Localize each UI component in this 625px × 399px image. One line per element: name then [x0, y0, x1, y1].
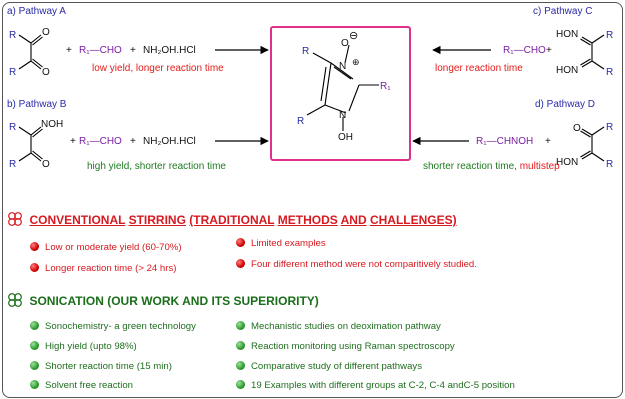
- bullet-icon: [30, 361, 39, 370]
- reaction-scheme-graphics: R O O R R NOH O R HON R HON: [9, 26, 613, 170]
- bullet-icon: [30, 341, 39, 350]
- bullet-icon: [30, 263, 39, 272]
- monoxime-d-hon: HON: [556, 157, 578, 168]
- product-charge-minus: ⊖: [349, 30, 358, 42]
- pathway-b-aldehyde: R₁—CHO: [79, 136, 122, 147]
- imidazole-product-structure: [306, 44, 379, 131]
- product-n3: N: [339, 61, 346, 72]
- conventional-item-4: Four different method were not compariti…: [236, 259, 477, 270]
- bullet-icon: [236, 361, 245, 370]
- conventional-title: CONVENTIONAL STIRRING (TRADITIONAL METHO…: [29, 213, 457, 227]
- dioxime-c-r1: R: [606, 30, 613, 41]
- bullet-icon: [30, 321, 39, 330]
- pathway-c-label: c) Pathway C: [533, 6, 593, 17]
- sonication-item-4: Solvent free reaction: [30, 380, 133, 391]
- diketone-a-structure: [18, 34, 43, 70]
- pathway-b-hydroxylamine: NH₂OH.HCl: [143, 136, 196, 147]
- diketone-a-r1: R: [9, 30, 16, 41]
- pathway-d-reagent: R₁—CHNOH: [476, 136, 534, 147]
- dioxime-c-structure: [580, 34, 605, 70]
- sonication-item-1: Sonochemistry- a green technology: [30, 321, 196, 332]
- pathway-b-note: high yield, shorter reaction time: [87, 161, 226, 172]
- pathway-a-plus-1: +: [66, 45, 72, 56]
- product-oxide-o: O: [341, 38, 349, 49]
- pathway-a-label: a) Pathway A: [7, 6, 66, 17]
- monoxime-b-noh: NOH: [41, 119, 63, 130]
- pathway-b-plus-2: +: [130, 136, 136, 147]
- pathway-a-note: low yield, longer reaction time: [92, 63, 224, 74]
- clover-icon: [8, 293, 22, 307]
- sonication-section: SONICATION (OUR WORK AND ITS SUPERIORITY…: [7, 292, 319, 310]
- product-charge-plus: ⊕: [352, 57, 360, 67]
- monoxime-d-structure: [580, 126, 605, 162]
- conventional-section: CONVENTIONAL STIRRING (TRADITIONAL METHO…: [7, 211, 457, 229]
- product-r1: R₁: [380, 81, 391, 92]
- sonication-item-3: Shorter reaction time (15 min): [30, 361, 172, 372]
- product-n1: N: [339, 110, 346, 121]
- sonication-title: SONICATION (OUR WORK AND ITS SUPERIORITY…: [29, 294, 319, 308]
- monoxime-b-r2: R: [9, 159, 16, 170]
- dioxime-c-hon2: HON: [556, 65, 578, 76]
- bullet-icon: [30, 380, 39, 389]
- product-r5: R: [297, 116, 304, 127]
- pathway-a-plus-2: +: [130, 45, 136, 56]
- product-box: [270, 26, 411, 161]
- diketone-a-o2: O: [42, 67, 50, 78]
- conventional-item-3: Limited examples: [236, 238, 326, 249]
- pathway-b-plus-1: +: [70, 136, 76, 147]
- bullet-icon: [236, 380, 245, 389]
- bullet-icon: [236, 259, 245, 268]
- pathway-b-label: b) Pathway B: [7, 99, 67, 110]
- product-r4: R: [302, 46, 309, 57]
- dioxime-c-r2: R: [606, 67, 613, 78]
- pathway-d-note: shorter reaction time, multistep: [423, 161, 560, 172]
- sonication-item-6: Reaction monitoring using Raman spectros…: [236, 341, 455, 352]
- pathway-d-plus: +: [545, 136, 551, 147]
- monoxime-b-r1: R: [9, 122, 16, 133]
- sonication-item-7: Comparative study of different pathways: [236, 361, 422, 372]
- monoxime-b-o: O: [42, 159, 50, 170]
- diketone-a-o1: O: [42, 27, 50, 38]
- diketone-a-r2: R: [9, 67, 16, 78]
- pathway-c-aldehyde: R₁—CHO: [503, 45, 546, 56]
- pathway-c-plus: +: [546, 45, 552, 56]
- monoxime-d-r1: R: [606, 122, 613, 133]
- monoxime-d-r2: R: [606, 159, 613, 170]
- monoxime-d-o: O: [573, 123, 581, 134]
- pathway-a-aldehyde: R₁—CHO: [79, 45, 122, 56]
- pathway-a-hydroxylamine: NH₂OH.HCl: [143, 45, 196, 56]
- monoxime-b-structure: [18, 126, 43, 162]
- sonication-item-8: 19 Examples with different groups at C-2…: [236, 380, 515, 391]
- conventional-item-2: Longer reaction time (> 24 hrs): [30, 263, 176, 274]
- conventional-item-1: Low or moderate yield (60-70%): [30, 242, 182, 253]
- clover-icon: [8, 212, 22, 226]
- dioxime-c-hon1: HON: [556, 29, 578, 40]
- sonication-item-2: High yield (upto 98%): [30, 341, 137, 352]
- sonication-item-5: Mechanistic studies on deoximation pathw…: [236, 321, 441, 332]
- bullet-icon: [236, 238, 245, 247]
- bullet-icon: [236, 321, 245, 330]
- pathway-d-label: d) Pathway D: [535, 99, 596, 110]
- bullet-icon: [30, 242, 39, 251]
- product-oh: OH: [338, 132, 353, 143]
- bullet-icon: [236, 341, 245, 350]
- pathway-c-note: longer reaction time: [435, 63, 523, 74]
